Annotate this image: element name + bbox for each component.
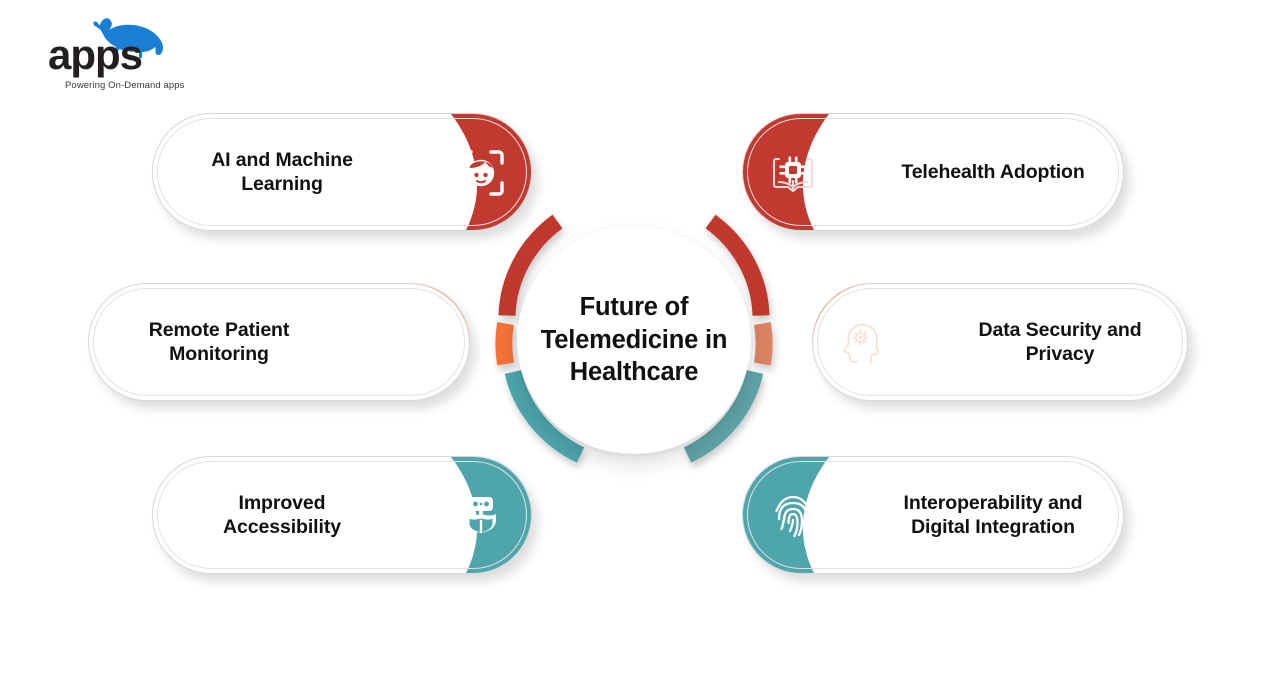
hub-title: Future of Telemedicine in Healthcare xyxy=(540,293,728,387)
card-label-interoperability: Interoperability and Digital Integration xyxy=(903,491,1083,538)
card-label-remote: Remote Patient Monitoring xyxy=(148,318,290,365)
hub-ring xyxy=(495,214,773,463)
logo-tagline: Powering On-Demand apps xyxy=(65,80,185,91)
card-label-ai: AI and Machine Learning xyxy=(211,148,353,195)
rhino-icon xyxy=(86,14,168,60)
card-telehealth-adoption[interactable]: Telehealth Adoption xyxy=(742,113,1124,231)
hub-disc xyxy=(517,226,751,454)
card-remote-patient-monitoring[interactable]: Remote Patient Monitoring xyxy=(88,283,470,401)
robot-book-icon xyxy=(455,490,507,542)
face-scan-icon xyxy=(455,147,507,199)
card-label-data-security: Data Security and Privacy xyxy=(978,318,1142,365)
card-label-accessibility: Improved Accessibility xyxy=(223,491,341,538)
card-improved-accessibility[interactable]: Improved Accessibility xyxy=(152,456,532,574)
card-label-telehealth: Telehealth Adoption xyxy=(901,160,1085,183)
card-accent-shape-data-security xyxy=(813,284,913,400)
laptop-icon xyxy=(393,317,445,369)
card-interoperability-and-digital-integration[interactable]: Interoperability and Digital Integration xyxy=(742,456,1124,574)
card-accent-shape-remote xyxy=(369,284,469,400)
brand-logo: apps Powering On-Demand apps xyxy=(26,14,236,91)
head-gear-icon xyxy=(837,317,889,369)
center-hub: Future of Telemedicine in Healthcare xyxy=(484,196,784,484)
card-accent-shape-accessibility xyxy=(391,457,531,573)
book-chip-icon xyxy=(767,147,819,199)
card-data-security-and-privacy[interactable]: Data Security and Privacy xyxy=(812,283,1188,401)
logo-wordmark: apps xyxy=(48,31,143,78)
fingerprint-icon xyxy=(767,490,819,542)
card-ai-and-machine-learning[interactable]: AI and Machine Learning xyxy=(152,113,532,231)
